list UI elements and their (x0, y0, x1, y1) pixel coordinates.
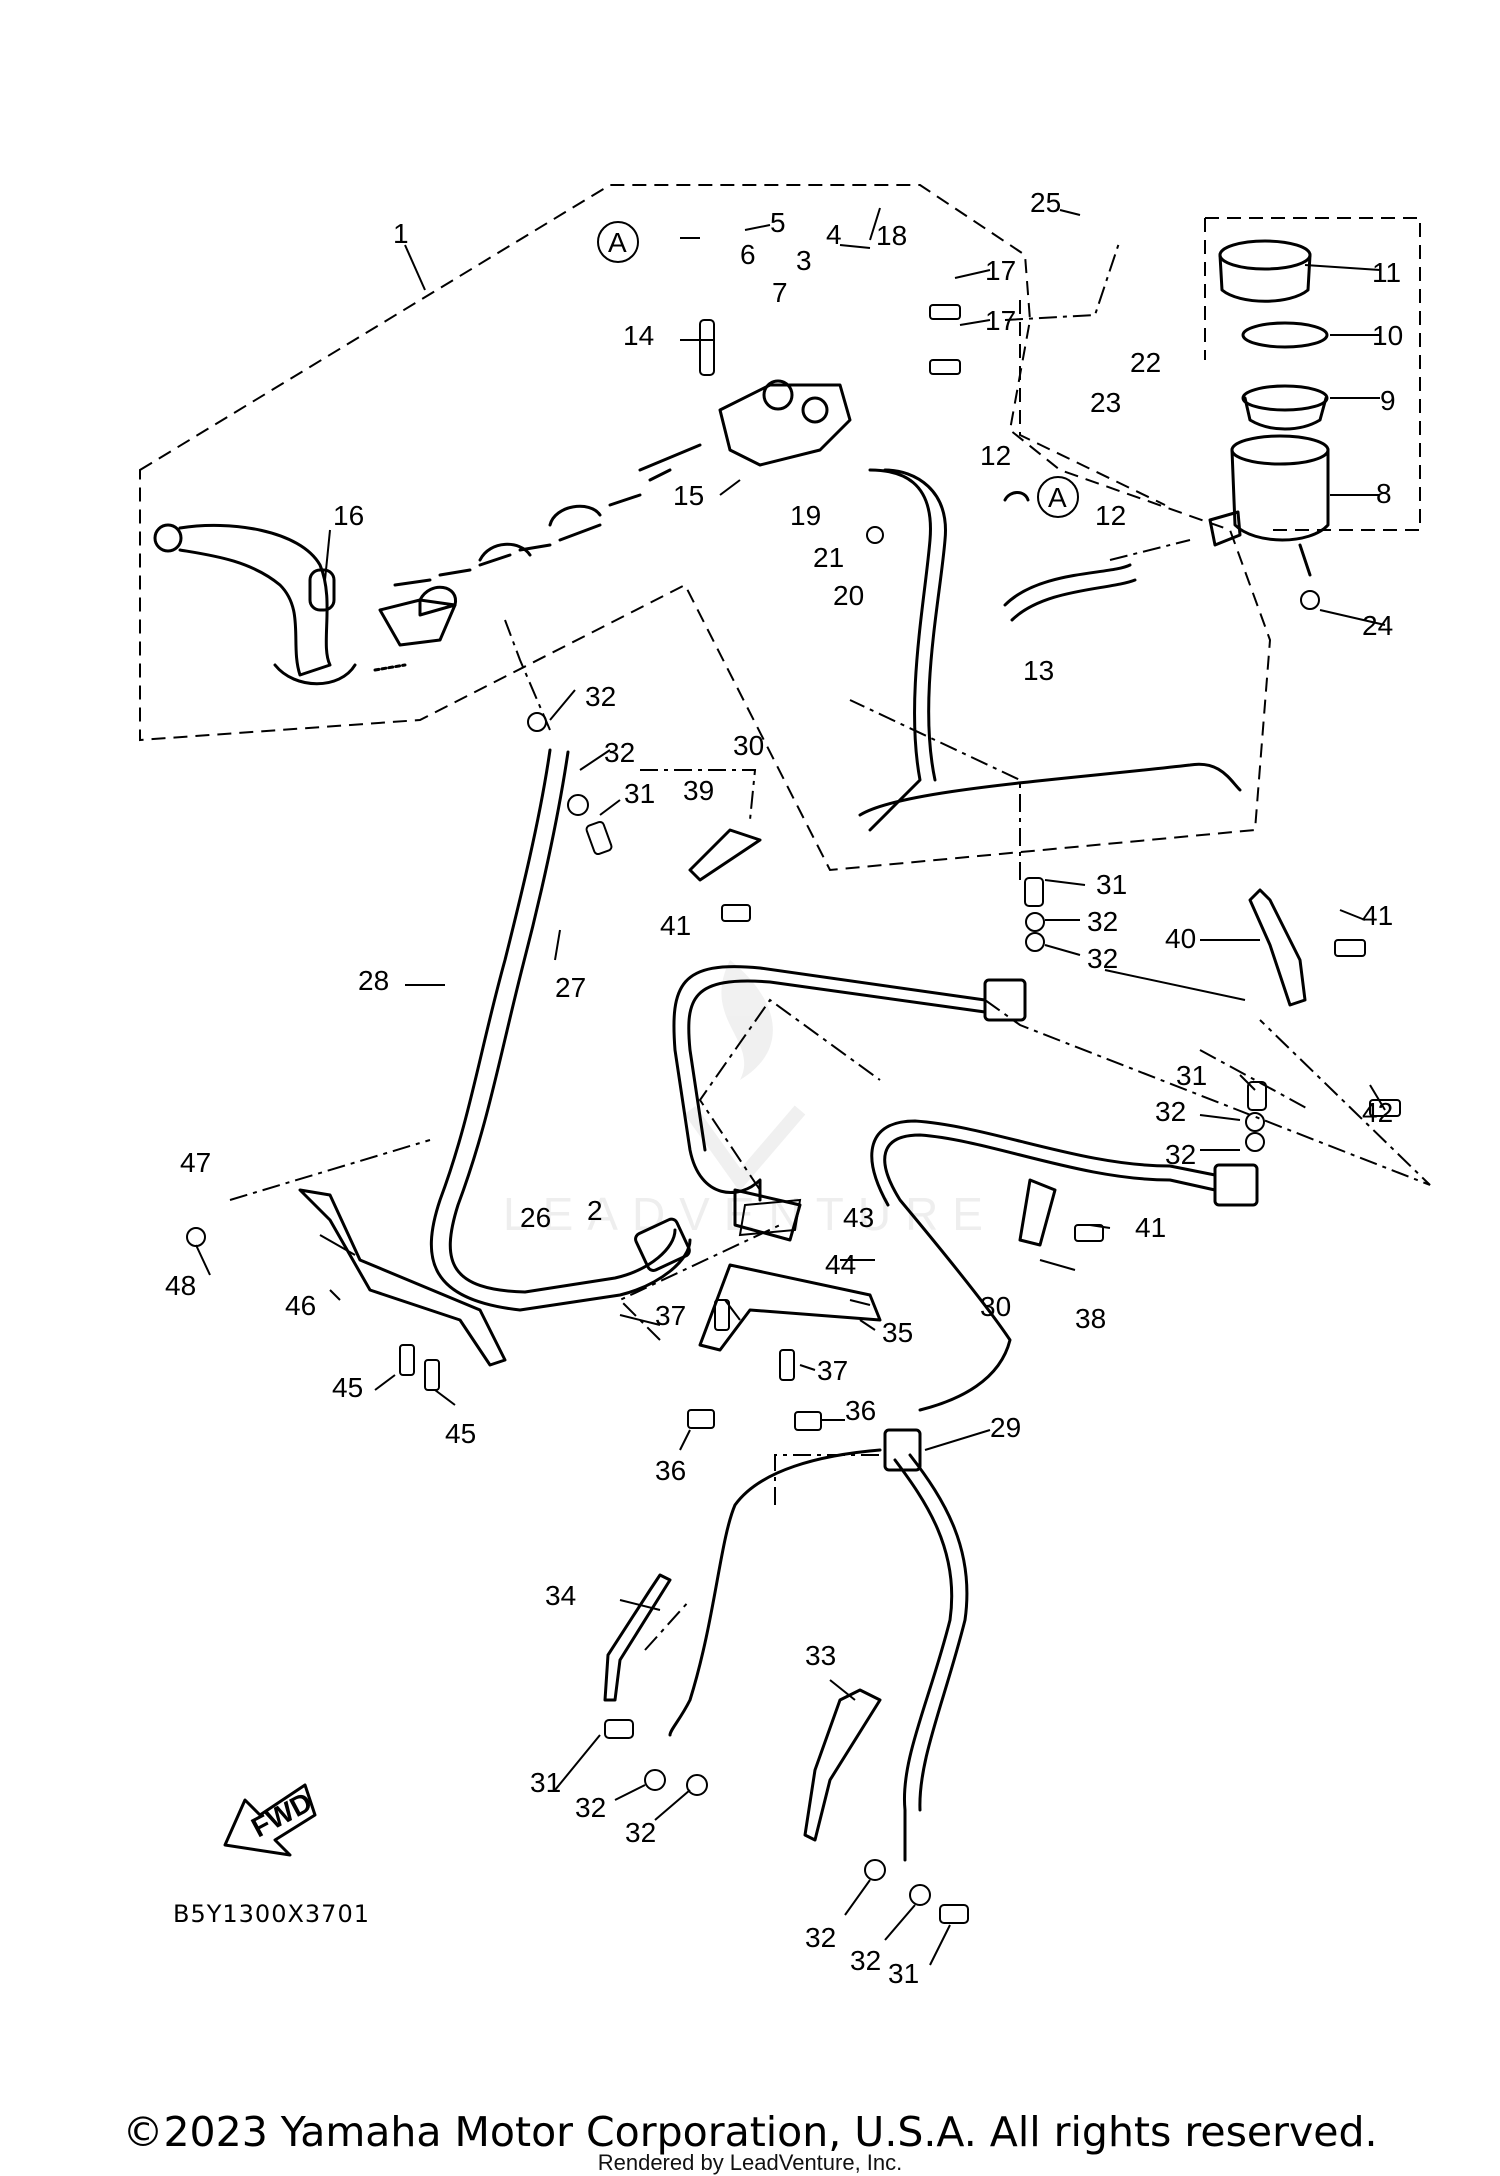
callout: 20 (833, 580, 864, 611)
callout: 12 (1095, 500, 1126, 531)
callout: 31 (530, 1767, 561, 1798)
callout: 45 (445, 1418, 476, 1449)
callout: 32 (575, 1792, 606, 1823)
ref-marker-a-top: A (597, 221, 639, 263)
junction-blocks (634, 978, 1259, 1472)
callout: 48 (165, 1270, 196, 1301)
brake-hoses (429, 468, 1242, 1862)
callout: 21 (813, 542, 844, 573)
callout: 27 (555, 972, 586, 1003)
callout: 4 (826, 219, 842, 250)
svg-text:A: A (608, 227, 627, 258)
callout: 5 (770, 207, 786, 238)
callout: 19 (790, 500, 821, 531)
reservoir-hose (1003, 491, 1137, 622)
svg-text:A: A (1048, 482, 1067, 513)
callout: 44 (825, 1249, 856, 1280)
ref-marker-a-right: A (1037, 476, 1079, 518)
callout: 17 (985, 305, 1016, 336)
callout: 33 (805, 1640, 836, 1671)
callout: 31 (888, 1958, 919, 1989)
svg-text:LEADVENTURE: LEADVENTURE (503, 1188, 997, 1240)
callout: 37 (655, 1300, 686, 1331)
master-cylinder (378, 379, 852, 647)
callout: 36 (845, 1395, 876, 1426)
callout: 47 (180, 1147, 211, 1178)
callout: 26 (520, 1202, 551, 1233)
callout: 17 (985, 255, 1016, 286)
callout: 42 (1362, 1097, 1393, 1128)
reservoir-group-outline (1019, 217, 1421, 531)
diagram-code: B5Y1300X3701 (173, 1900, 370, 1928)
reservoir (1208, 239, 1330, 577)
callout: 28 (358, 965, 389, 996)
callout: 41 (660, 910, 691, 941)
rendered-by-notice: Rendered by LeadVenture, Inc. (597, 2150, 903, 2175)
copyright-notice: ©2023 Yamaha Motor Corporation, U.S.A. A… (122, 2108, 1378, 2156)
callout: 12 (980, 440, 1011, 471)
callout: 6 (740, 239, 756, 270)
callout: 37 (817, 1355, 848, 1386)
callout: 23 (1090, 387, 1121, 418)
callout: 1 (393, 218, 409, 249)
callout: 32 (1155, 1096, 1186, 1127)
callout: 32 (1087, 943, 1118, 974)
callout: 46 (285, 1290, 316, 1321)
callout: 22 (1130, 347, 1161, 378)
callout: 10 (1372, 320, 1403, 351)
callout: 39 (683, 775, 714, 806)
part-callouts: 1 2 3 4 5 6 7 8 9 10 11 12 12 13 14 15 1… (165, 187, 1403, 1989)
callout: 45 (332, 1372, 363, 1403)
callout: 40 (1165, 923, 1196, 954)
forward-arrow: FWD (223, 1783, 317, 1857)
callout: 32 (1087, 906, 1118, 937)
callout: 2 (587, 1195, 603, 1226)
callout: 15 (673, 480, 704, 511)
callout: 32 (585, 681, 616, 712)
callout: 8 (1376, 478, 1392, 509)
callout: 7 (772, 277, 788, 308)
callout: 24 (1362, 610, 1393, 641)
callout: 29 (990, 1412, 1021, 1443)
brackets (298, 828, 1307, 1842)
callout: 31 (1176, 1060, 1207, 1091)
brake-lever (153, 523, 407, 686)
leader-lines (195, 207, 1431, 1966)
callout: 43 (843, 1202, 874, 1233)
callout: 16 (333, 500, 364, 531)
callout: 3 (796, 245, 812, 276)
callout: 11 (1372, 257, 1401, 288)
callout: 36 (655, 1455, 686, 1486)
callout: 31 (1096, 869, 1127, 900)
callout: 38 (1075, 1303, 1106, 1334)
callout: 41 (1135, 1212, 1166, 1243)
callout: 35 (882, 1317, 913, 1348)
callout: 14 (623, 320, 654, 351)
callout: 32 (805, 1922, 836, 1953)
callout: 32 (604, 737, 635, 768)
callout: 32 (1165, 1139, 1196, 1170)
callout: 25 (1030, 187, 1061, 218)
callout: 18 (876, 220, 907, 251)
callout: 31 (624, 778, 655, 809)
callout: 30 (980, 1291, 1011, 1322)
callout: 13 (1023, 655, 1054, 686)
callout: 9 (1380, 385, 1396, 416)
callout: 41 (1362, 900, 1393, 931)
fasteners (186, 304, 1401, 1924)
callout: 30 (733, 730, 764, 761)
callout: 34 (545, 1580, 576, 1611)
callout: 32 (625, 1817, 656, 1848)
callout: 32 (850, 1945, 881, 1976)
